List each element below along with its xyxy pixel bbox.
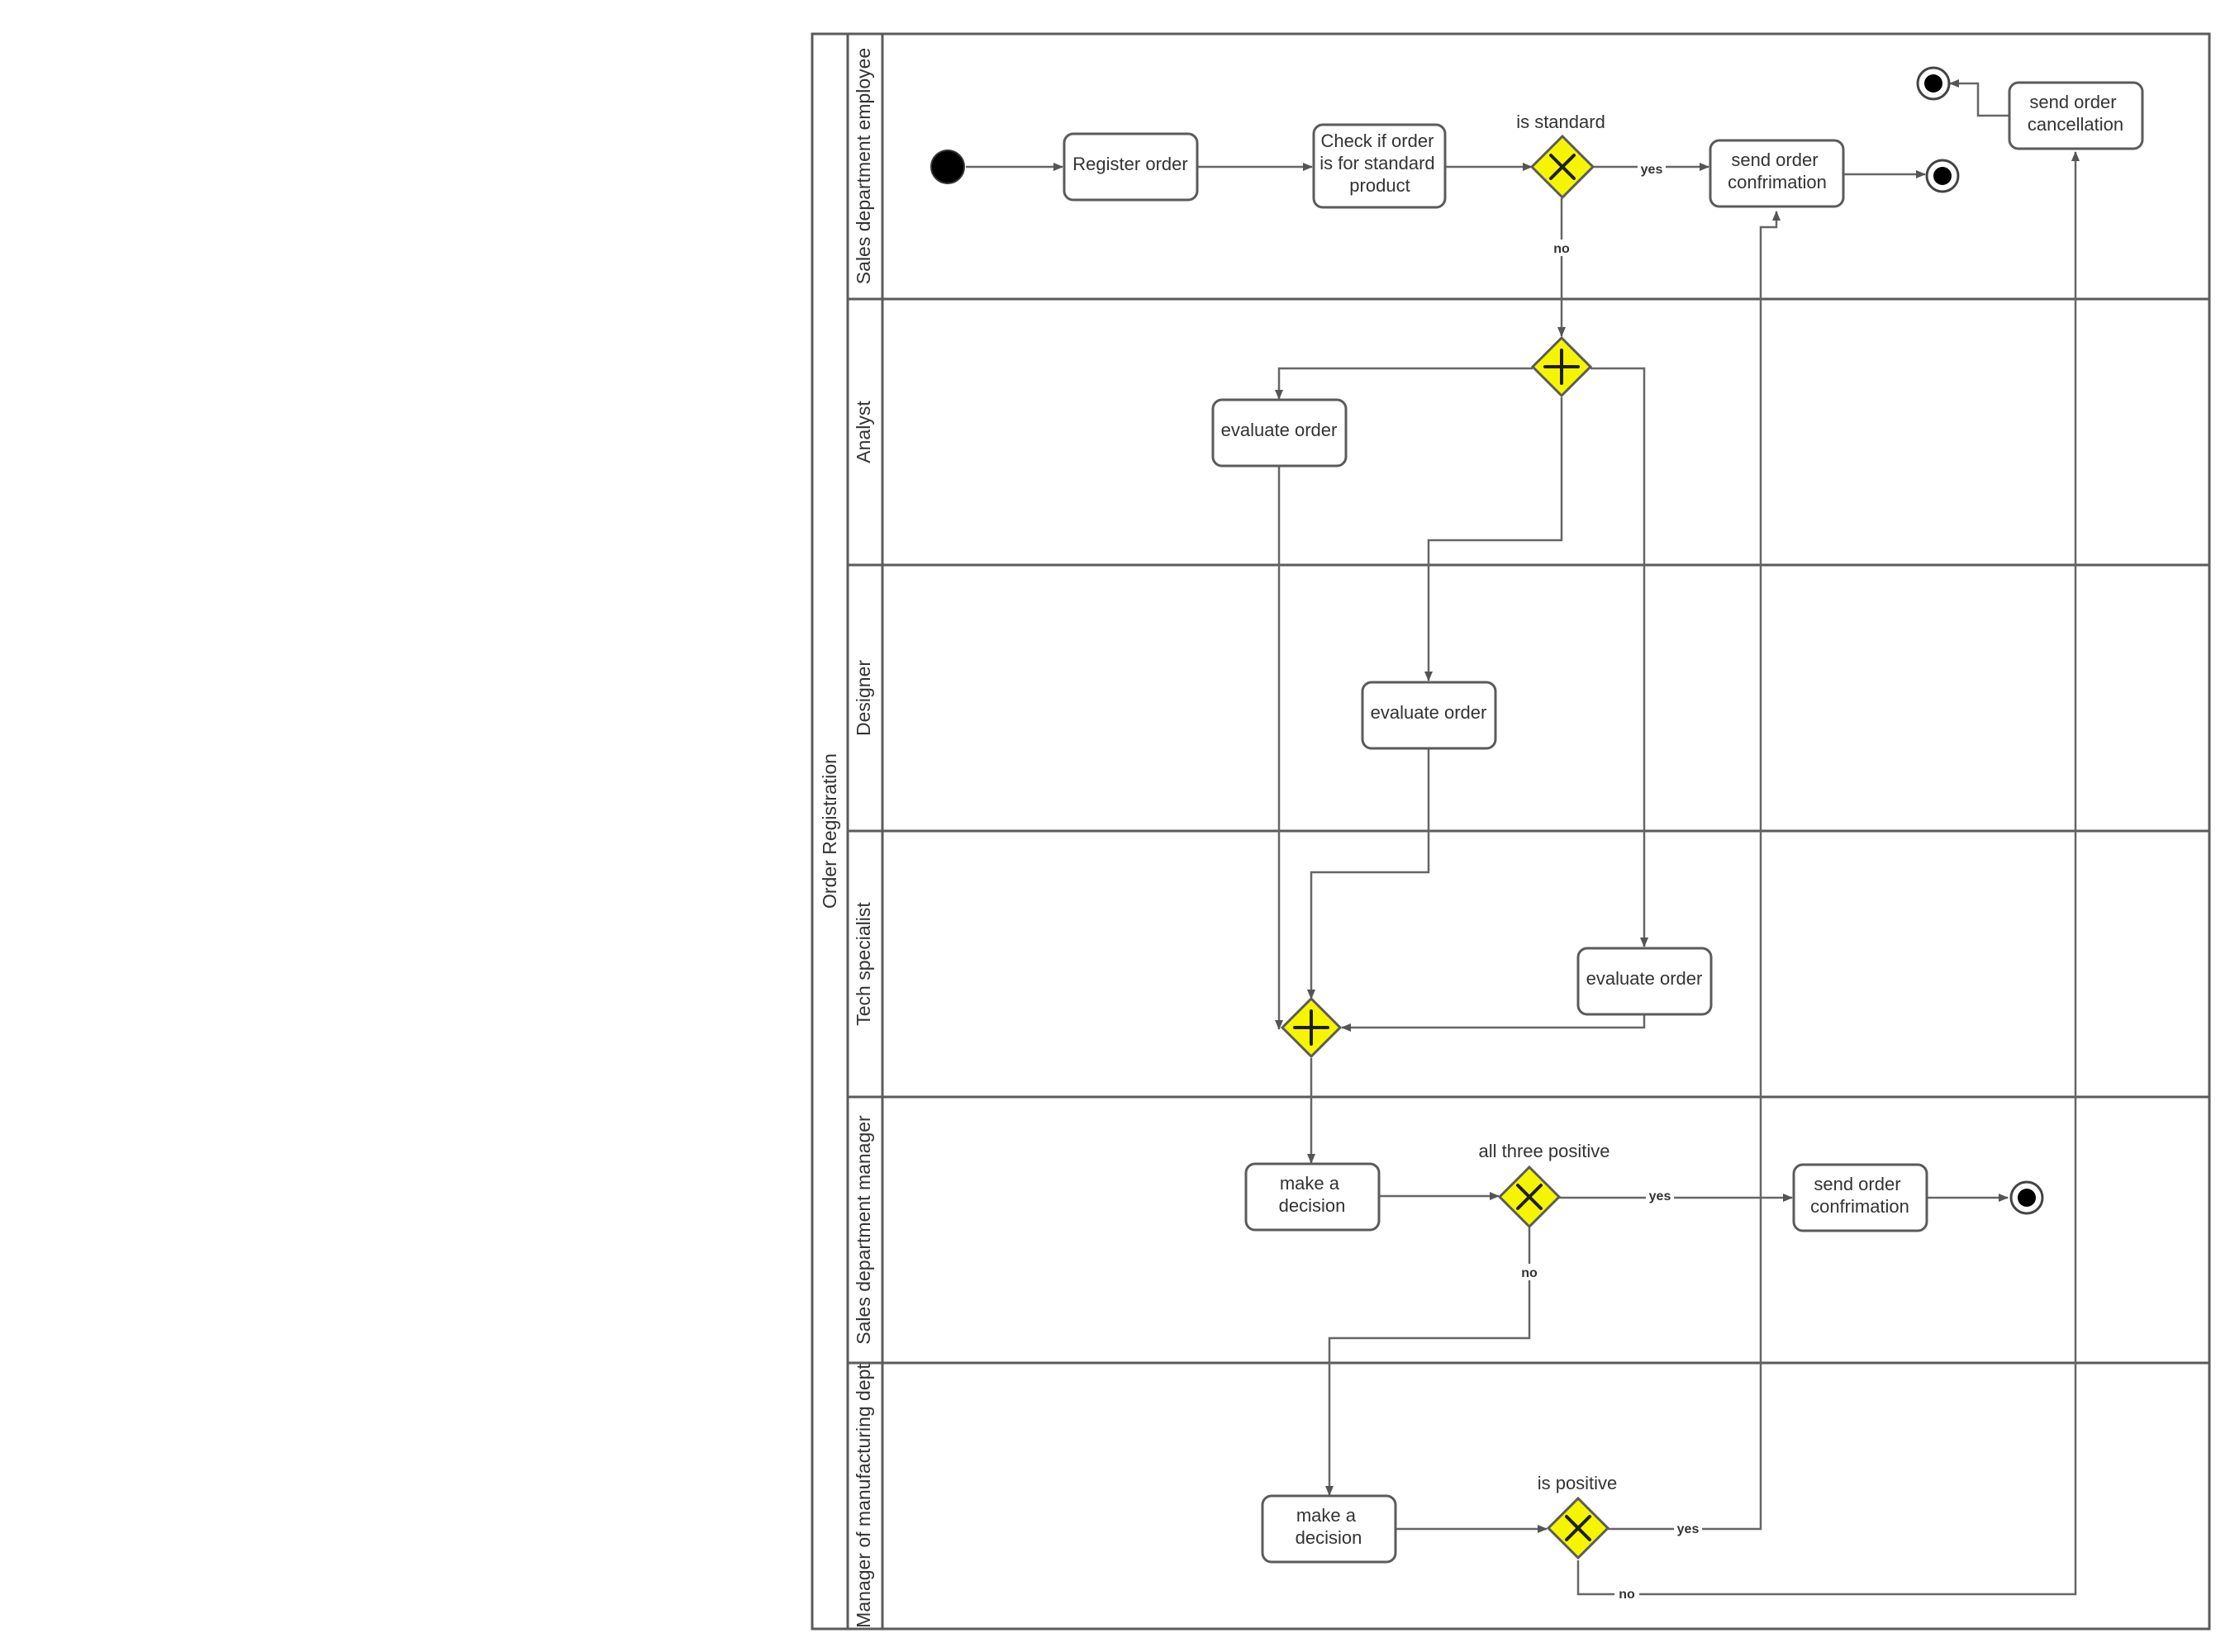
task-text: decision [1296,1527,1362,1548]
events [930,66,2044,1215]
task-text: evaluate order [1221,420,1338,440]
task-text: product [1349,175,1410,196]
task-text: evaluate order [1586,968,1703,989]
task-evaluate-analyst[interactable]: evaluate order [1211,398,1348,468]
flow-positive-yes [1608,211,1781,1531]
task-evaluate-tech[interactable]: evaluate order [1576,947,1713,1016]
svg-text:make a decision: make a decision [1279,1173,1346,1216]
task-text: send order [2029,92,2116,112]
flow-fork-tech [1590,367,1648,947]
svg-text:Check if order is for: Check if order is for standard product [1319,131,1440,196]
flow-labels: yes no yes no yes no [1517,160,1702,1602]
flow-label-positive3-no: no [1521,1266,1538,1280]
exclusive-x-icon [1516,1184,1543,1210]
flow-label-standard-no: no [1553,242,1570,256]
svg-text:make a decision: make a decision [1296,1505,1362,1548]
svg-text:send order confrimatio: send order confrimation [1728,150,1827,192]
gateway-label: is standard [1516,112,1605,132]
pool-label: Order Registration [819,753,840,909]
task-text: make a [1280,1173,1340,1194]
gateway-is-standard[interactable]: is standard [1516,112,1605,200]
task-text: send order [1731,150,1818,170]
flow-label-positive-no: no [1619,1588,1635,1602]
lane-label-sales: Sales department employee [853,48,874,284]
svg-text:send order cancellatio: send order cancellation [2028,92,2123,135]
end-event-confirm1[interactable] [1925,159,1960,193]
gateway-is-positive[interactable]: is positive [1538,1473,1618,1560]
svg-text:evaluate order: evaluate order [1221,420,1338,440]
flow-positive-no [1576,151,2080,1596]
end-event-cancel[interactable] [1916,66,1951,101]
gateway-label: all three positive [1479,1141,1610,1161]
task-text: Register order [1072,154,1187,174]
task-text: send order [1814,1174,1900,1194]
gateways: is standard all three positive is positi… [1280,112,1618,1560]
svg-text:send order confrimatio: send order confrimation [1810,1174,1909,1217]
lane-label-designer: Designer [853,660,874,736]
task-text: Check if order [1320,131,1434,151]
task-check-standard[interactable]: Check if order is for standard product [1312,123,1447,209]
flow-cancel-end [1949,79,2009,117]
task-send-cancellation[interactable]: send order cancellation [2008,81,2144,150]
task-register-order[interactable]: Register order [1063,132,1199,202]
task-send-confirmation-1[interactable]: send order confrimation [1709,139,1845,208]
lane-separators [848,297,2209,1365]
gateway-parallel-fork[interactable] [1530,335,1593,398]
tasks: Register order Check if order is for sta… [1063,81,2144,1564]
parallel-plus-icon [1293,1009,1329,1046]
flow-positive3-no [1325,1227,1531,1496]
end-event-confirm2[interactable] [2009,1180,2044,1215]
task-decision-manager[interactable]: make a decision [1244,1162,1381,1232]
parallel-plus-icon [1543,349,1580,385]
task-text: make a [1296,1505,1357,1526]
lane-label-mfg: Manager of manufacturing dept [853,1364,874,1628]
lane-label-analyst: Analyst [853,401,874,463]
flow-label-positive-yes: yes [1677,1522,1700,1536]
flow-label-standard-yes: yes [1641,163,1663,177]
flow-fork-designer [1424,397,1563,681]
gateway-parallel-join[interactable] [1280,996,1343,1059]
task-text: confrimation [1728,172,1827,192]
gateway-label: is positive [1538,1473,1618,1493]
svg-text:Register order: Register order [1072,154,1187,174]
task-text: cancellation [2028,114,2123,135]
sequence-flows [966,79,2080,1596]
gateway-all-three-positive[interactable]: all three positive [1479,1141,1610,1229]
flow-designer-join [1307,748,1430,999]
task-send-confirmation-2[interactable]: send order confrimation [1792,1163,1928,1232]
task-decision-mfg[interactable]: make a decision [1261,1494,1397,1564]
svg-text:evaluate order: evaluate order [1371,702,1487,723]
exclusive-x-icon [1565,1515,1591,1541]
flow-fork-analyst [1275,367,1533,400]
flow-label-positive3-yes: yes [1649,1189,1671,1203]
task-text: is for standard [1319,153,1434,173]
task-evaluate-designer[interactable]: evaluate order [1361,681,1497,750]
exclusive-x-icon [1549,154,1576,180]
task-text: confrimation [1810,1196,1909,1217]
svg-text:evaluate order: evaluate order [1586,968,1703,989]
start-event[interactable] [930,150,965,184]
flow-tech-join [1341,1014,1646,1032]
lane-labels: Sales department employee Analyst Design… [853,48,874,1628]
lane-label-manager: Sales department manager [853,1115,874,1345]
task-text: decision [1279,1195,1346,1216]
task-text: evaluate order [1371,702,1487,723]
lane-label-tech: Tech specialist [853,902,874,1026]
